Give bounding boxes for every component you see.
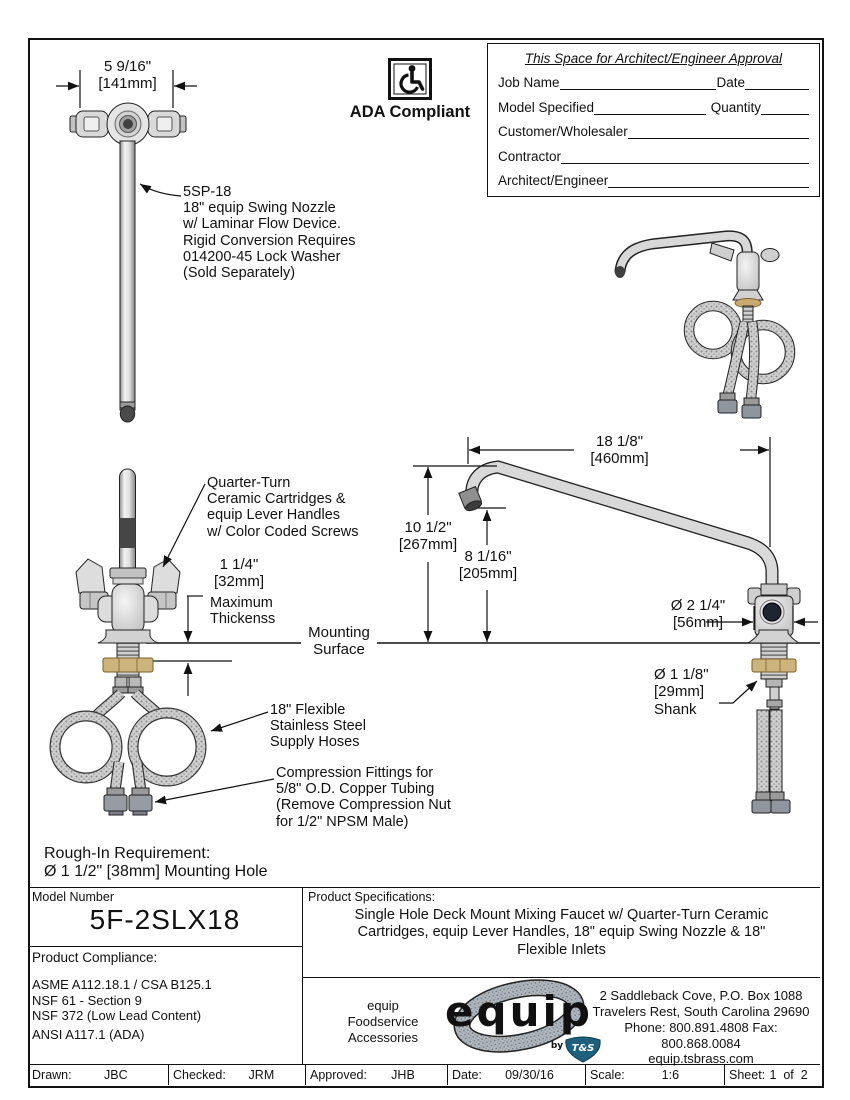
footer-sheet: Sheet: 1 of 2 — [724, 1065, 820, 1085]
model-number-cell: Model Number 5F-2SLX18 — [28, 888, 303, 947]
body-diameter-dimension: Ø 2 1/4" [56mm] — [670, 597, 726, 632]
max-thickness-dimension: 1 1/4" [32mm] — [213, 556, 264, 591]
nozzle-note: 5SP-18 18" equip Swing Nozzle w/ Laminar… — [183, 184, 356, 282]
approval-row-job-name: Job Name Date — [498, 75, 809, 91]
job-name-label: Job Name — [498, 75, 560, 91]
max-thickness-note: Maximum Thickenss — [210, 595, 276, 628]
ts-brass-shield-icon — [565, 1036, 601, 1063]
customer-label: Customer/Wholesaler — [498, 124, 628, 140]
model-number-label: Model Number — [32, 890, 114, 904]
equip-logo-text: equip — [445, 987, 593, 1036]
model-specified-label: Model Specified — [498, 99, 595, 115]
cartridge-note: Quarter-Turn Ceramic Cartridges & equip … — [207, 475, 359, 540]
ada-compliant-label: ADA Compliant — [349, 103, 471, 121]
model-specified-line[interactable] — [594, 100, 706, 115]
dimension-lines — [154, 437, 818, 805]
drawn-value: JBC — [103, 1068, 128, 1082]
quantity-label: Quantity — [710, 99, 761, 115]
drawn-label: Drawn: — [32, 1068, 72, 1082]
compliance-label: Product Compliance: — [32, 950, 158, 965]
spec-label: Product Specifications: — [308, 890, 436, 904]
date-value: 09/30/16 — [505, 1068, 554, 1082]
equip-logo: equip by T&S — [445, 979, 601, 1063]
quantity-line[interactable] — [761, 100, 809, 115]
mounting-surface-label: Mounting Surface — [301, 624, 377, 659]
rough-in-note: Rough-In Requirement: Ø 1 1/2" [38mm] Mo… — [44, 845, 268, 880]
approval-row-model: Model Specified Quantity — [498, 100, 809, 115]
footer-scale: Scale: 1:6 — [585, 1065, 724, 1085]
side-view-drawing — [458, 460, 801, 814]
sheet-border — [28, 38, 824, 1088]
address-block: 2 Saddleback Cove, P.O. Box 1088 Travele… — [592, 988, 810, 1067]
by-text: by — [551, 1041, 563, 1051]
checked-value: JRM — [248, 1068, 275, 1082]
approved-label: Approved: — [310, 1068, 367, 1082]
approval-box: This Space for Architect/Engineer Approv… — [487, 43, 820, 197]
scale-value: 1:6 — [661, 1068, 680, 1082]
checked-label: Checked: — [173, 1068, 226, 1082]
brand-small-text: equip Foodservice Accessories — [347, 998, 419, 1045]
architect-label: Architect/Engineer — [498, 172, 609, 188]
product-compliance-cell: Product Compliance: ASME A112.18.1 / CSA… — [28, 947, 303, 1064]
model-number-value: 5F-2SLX18 — [89, 904, 241, 935]
compliance-item: NSF 61 - Section 9 — [32, 992, 142, 1008]
footer-date: Date: 09/30/16 — [447, 1065, 585, 1085]
plan-view-drawing — [69, 102, 187, 423]
date-line[interactable] — [745, 75, 809, 91]
sheet-value: 1 of 2 — [769, 1068, 808, 1082]
ts-brass-shield-text: T&S — [572, 1043, 595, 1054]
brand-cell: equip Foodservice Accessories equip by T… — [303, 978, 820, 1067]
customer-line[interactable] — [627, 124, 809, 140]
footer-drawn: Drawn: JBC — [28, 1065, 168, 1085]
architect-line[interactable] — [608, 173, 809, 188]
approved-value: JHB — [391, 1068, 415, 1082]
height-clearance-dimension: 8 1/16" [205mm] — [458, 548, 518, 583]
contractor-label: Contractor — [498, 148, 562, 164]
date-label: Date: — [452, 1068, 482, 1082]
title-block: Model Number 5F-2SLX18 Product Complianc… — [28, 887, 820, 1085]
job-name-line[interactable] — [559, 75, 717, 91]
approval-title: This Space for Architect/Engineer Approv… — [524, 51, 783, 66]
footer-checked: Checked: JRM — [168, 1065, 305, 1085]
sheet-label: Sheet: — [729, 1068, 766, 1082]
shank-dimension: Ø 1 1/8" [29mm] Shank — [654, 666, 709, 718]
perspective-view-drawing — [614, 230, 796, 419]
compression-note: Compression Fittings for 5/8" O.D. Coppe… — [276, 765, 451, 830]
approval-row-architect: Architect/Engineer — [498, 173, 809, 188]
plan-dimension-lines — [56, 70, 197, 197]
product-specifications-cell: Product Specifications: Single Hole Deck… — [303, 888, 820, 978]
wheelchair-icon — [388, 58, 432, 100]
height-total-dimension: 10 1/2" [267mm] — [398, 519, 458, 554]
compliance-item: NSF 372 (Low Lead Content) — [32, 1008, 202, 1023]
compliance-item: ANSI A117.1 (ADA) — [32, 1026, 145, 1042]
front-view-drawing — [49, 468, 207, 816]
scale-label: Scale: — [590, 1068, 625, 1082]
spout-reach-dimension: 18 1/8" [460mm] — [590, 433, 649, 468]
footer-approved: Approved: JHB — [305, 1065, 447, 1085]
approval-row-contractor: Contractor — [498, 149, 809, 164]
footer-row: Drawn: JBC Checked: JRM Approved: JHB Da… — [28, 1064, 820, 1085]
approval-row-customer: Customer/Wholesaler — [498, 124, 809, 140]
compliance-item: ASME A112.18.1 / CSA B125.1 — [32, 977, 212, 992]
date-label: Date — [716, 75, 745, 91]
contractor-line[interactable] — [561, 149, 809, 164]
supply-hoses-note: 18" Flexible Stainless Steel Supply Hose… — [270, 702, 366, 751]
spec-text: Single Hole Deck Mount Mixing Faucet w/ … — [354, 907, 769, 958]
nozzle-plan-dimension: 5 9/16" [141mm] — [98, 58, 157, 93]
